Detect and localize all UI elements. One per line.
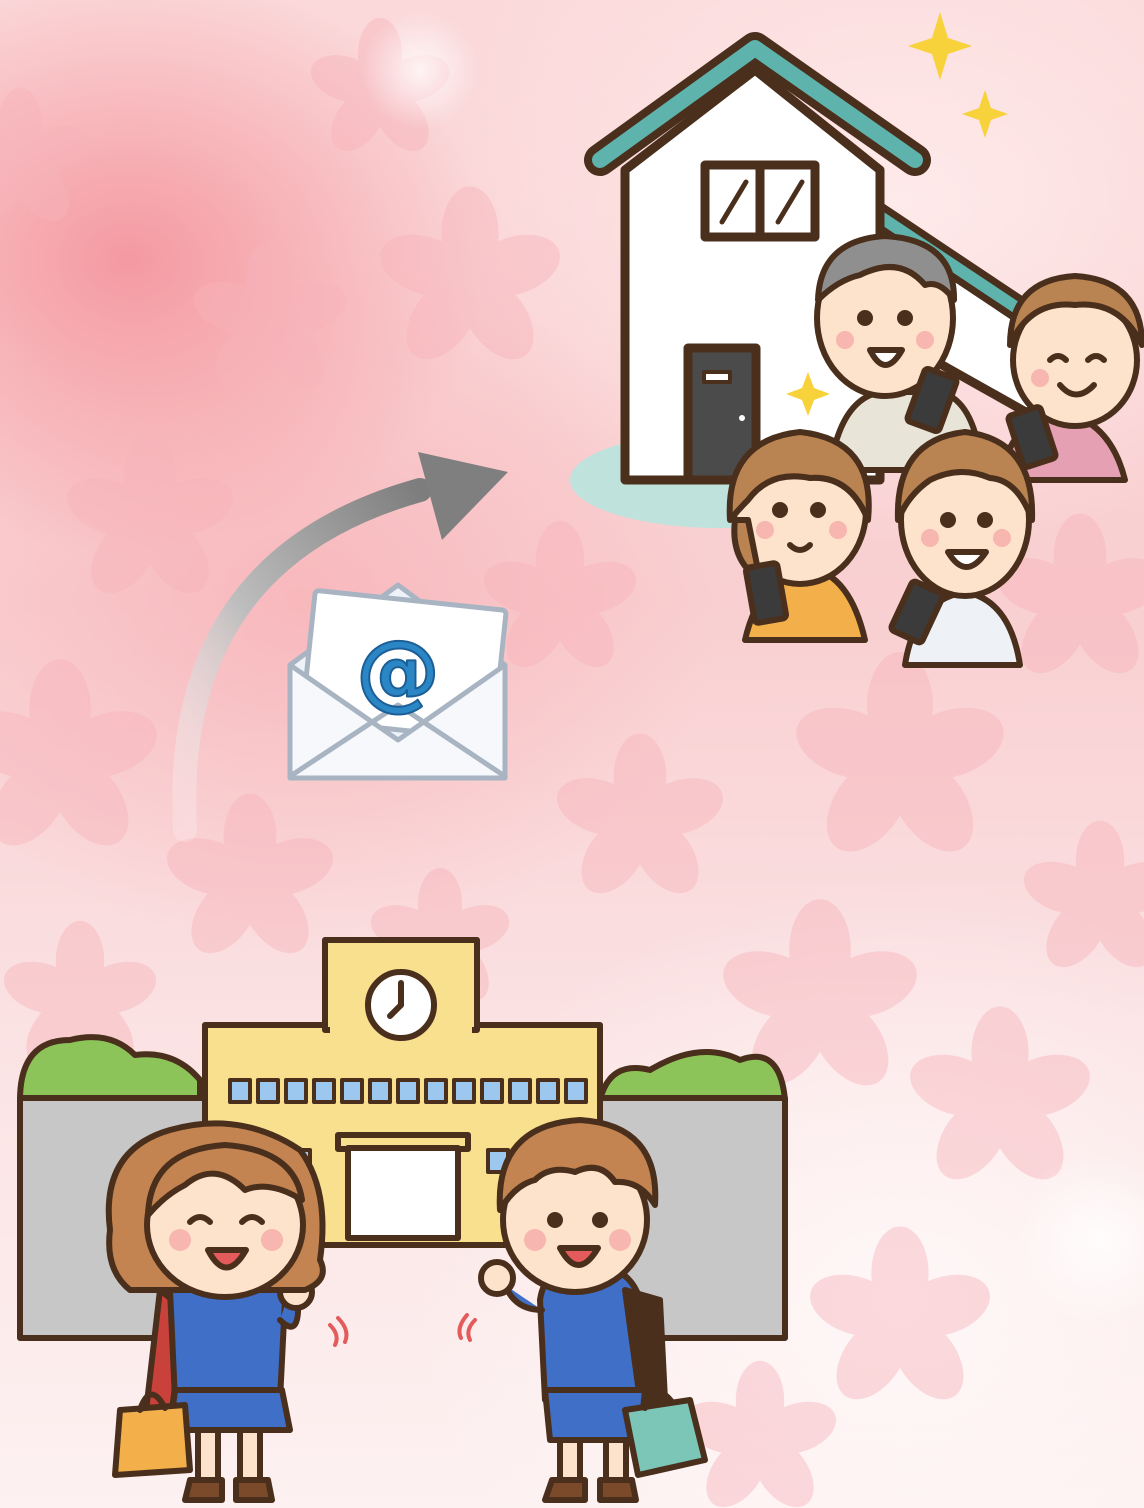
light-glow [1010,1150,1144,1330]
grandmother [997,273,1144,483]
light-glow [360,10,480,130]
family-with-smartphones [726,233,1144,668]
mail-arrow [172,452,508,842]
father [888,429,1036,668]
email-at-symbol: @ [356,622,440,720]
school-clock [365,969,437,1041]
mother [726,429,872,643]
boy-student [457,1117,708,1503]
email-envelope-icon: @ [287,582,509,781]
girl-student [105,1120,349,1503]
grandfather [814,233,985,473]
sparkle-icons [786,12,1008,416]
